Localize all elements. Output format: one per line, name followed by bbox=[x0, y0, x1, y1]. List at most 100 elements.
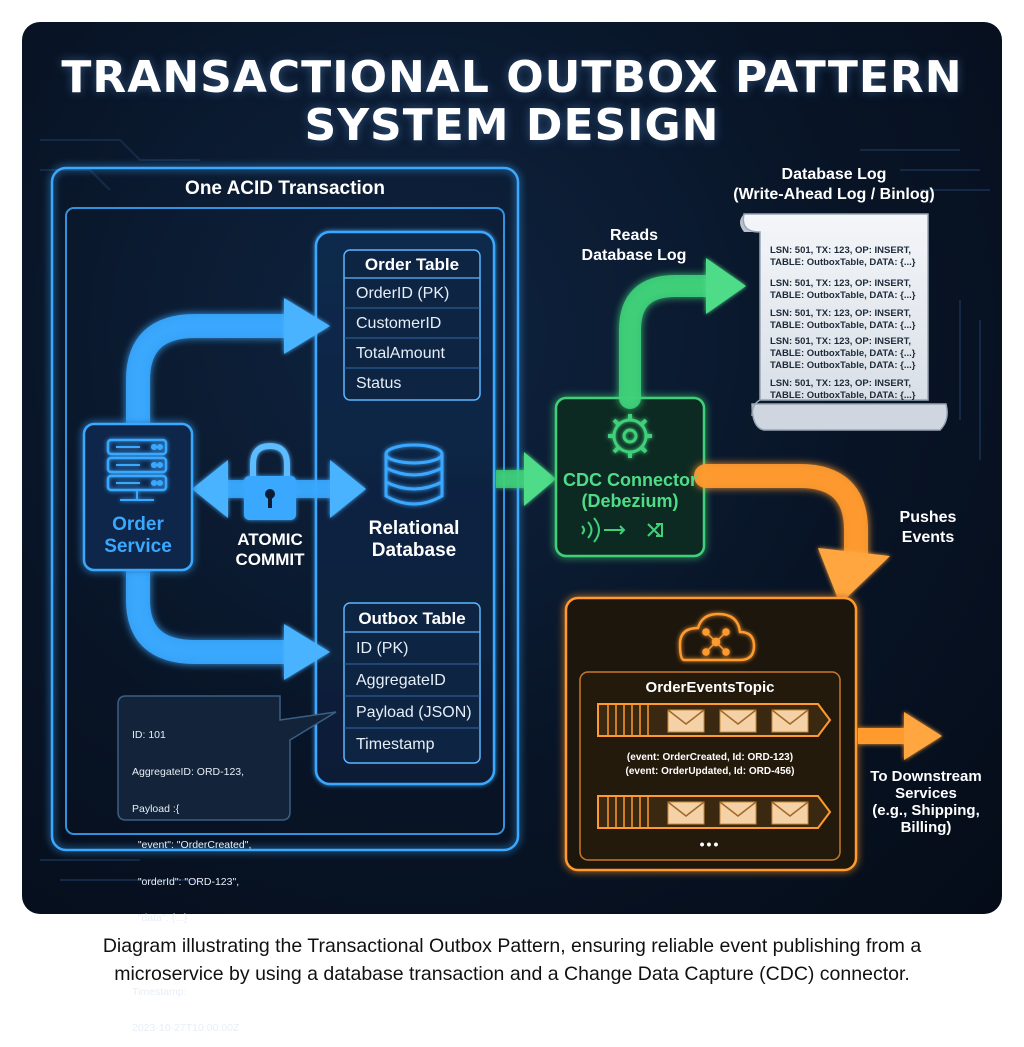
log-entry: LSN: 501, TX: 123, OP: INSERT, TABLE: Ou… bbox=[770, 308, 930, 332]
topic-name: OrderEventsTopic bbox=[645, 679, 775, 696]
downstream-line-3: (e.g., Shipping, bbox=[872, 802, 980, 819]
outbox-table-box bbox=[343, 602, 481, 764]
payload-line: Timestamp: bbox=[132, 985, 187, 998]
outbox-table-title: Outbox Table bbox=[358, 609, 466, 628]
payload-line: "orderId": "ORD-123", bbox=[132, 875, 240, 888]
title-line-2: SYSTEM DESIGN bbox=[304, 100, 720, 151]
transaction-boundary bbox=[50, 166, 520, 852]
envelope-icon bbox=[667, 709, 705, 733]
log-entry-line: TABLE: OutboxTable, DATA: {...} bbox=[770, 360, 916, 371]
payload-example: ID: 101 AggregateID: ORD-123, Payload :{… bbox=[132, 705, 292, 1047]
payload-line: "data": {...} bbox=[132, 912, 188, 925]
log-entry-line: TABLE: OutboxTable, DATA: {...} bbox=[770, 390, 916, 401]
outbox-table-field: AggregateID bbox=[356, 672, 446, 689]
reads-label-line-2: Database Log bbox=[581, 247, 687, 264]
reads-label-line-1: Reads bbox=[609, 227, 659, 244]
envelope-icon bbox=[771, 801, 809, 825]
arrowhead-order-table bbox=[284, 298, 330, 354]
event-label: (event: OrderUpdated, Id: ORD-456) bbox=[625, 766, 795, 777]
circuit-decoration bbox=[40, 139, 990, 881]
relational-database-line-1: Relational bbox=[368, 518, 460, 539]
reads-log-label: Reads Database Log bbox=[566, 226, 702, 266]
database-log-title: Database Log (Write-Ahead Log / Binlog) bbox=[714, 165, 954, 205]
pushes-events-label: Pushes Events bbox=[878, 508, 978, 548]
order-service-line-1: Order bbox=[112, 514, 164, 535]
log-entry-line: TABLE: OutboxTable, DATA: {...} bbox=[770, 348, 916, 359]
outbox-table-field: Timestamp bbox=[356, 736, 435, 753]
diagram-canvas bbox=[40, 139, 990, 881]
more-events-indicator: ••• bbox=[699, 836, 721, 852]
transaction-label: One ACID Transaction bbox=[185, 178, 385, 199]
envelope-icon bbox=[667, 801, 705, 825]
order-table-field: TotalAmount bbox=[356, 345, 445, 362]
atomic-commit-line-2: COMMIT bbox=[235, 550, 305, 569]
log-entry-line: LSN: 501, TX: 123, OP: INSERT, bbox=[770, 336, 911, 347]
log-entry-line: TABLE: OutboxTable, DATA: {...} bbox=[770, 257, 916, 268]
payload-line: 2023-10-27T10:00:00Z bbox=[132, 1022, 240, 1035]
order-table-field: OrderID (PK) bbox=[356, 285, 450, 302]
payload-line: ID: 101 bbox=[132, 729, 166, 742]
database-icon bbox=[384, 443, 444, 506]
log-entry-line: LSN: 501, TX: 123, OP: INSERT, bbox=[770, 308, 911, 319]
log-entry-line: LSN: 501, TX: 123, OP: INSERT, bbox=[770, 245, 911, 256]
db-to-cdc-arrow bbox=[496, 452, 556, 506]
downstream-line-2: Services bbox=[895, 785, 957, 802]
gear-icon bbox=[608, 414, 652, 458]
order-table-box bbox=[343, 249, 481, 401]
order-service-label: Order Service bbox=[84, 514, 192, 558]
downstream-services-label: To Downstream Services (e.g., Shipping, … bbox=[856, 768, 996, 836]
payload-line: AggregateID: ORD-123, bbox=[132, 766, 245, 779]
log-entry-line: TABLE: OutboxTable, DATA: {...} bbox=[770, 290, 916, 301]
log-entry-line: TABLE: OutboxTable, DATA: {...} bbox=[770, 320, 916, 331]
outbox-table-field: Payload (JSON) bbox=[356, 704, 472, 721]
log-entry: LSN: 501, TX: 123, OP: INSERT, TABLE: Ou… bbox=[770, 336, 930, 372]
pushes-line-2: Events bbox=[901, 529, 955, 546]
envelope-icon bbox=[719, 709, 757, 733]
pushes-line-1: Pushes bbox=[899, 509, 957, 526]
envelope-icon bbox=[719, 801, 757, 825]
log-entry-line: LSN: 501, TX: 123, OP: INSERT, bbox=[770, 378, 911, 389]
title-line-1: TRANSACTIONAL OUTBOX PATTERN bbox=[61, 52, 963, 103]
figure-caption: Diagram illustrating the Transactional O… bbox=[30, 932, 994, 988]
relational-database-line-2: Database bbox=[371, 540, 457, 561]
event-label: (event: OrderCreated, Id: ORD-123) bbox=[626, 752, 794, 763]
lock-icon bbox=[244, 442, 296, 520]
arrowhead-broker bbox=[818, 548, 890, 604]
downstream-arrow bbox=[858, 712, 942, 760]
log-entry: LSN: 501, TX: 123, OP: INSERT, TABLE: Ou… bbox=[770, 245, 930, 269]
server-icon bbox=[106, 438, 168, 501]
atomic-commit-line-1: ATOMIC bbox=[237, 530, 303, 549]
payload-line: "event": "OrderCreated", bbox=[132, 839, 252, 852]
event-queue-1 bbox=[597, 703, 832, 737]
event-queue-2 bbox=[597, 795, 832, 829]
transaction-inner-frame bbox=[65, 207, 505, 835]
reads-log-arrow bbox=[619, 275, 723, 409]
caption-line-2: microservice by using a database transac… bbox=[114, 963, 910, 985]
atomic-commit-label: ATOMIC COMMIT bbox=[222, 530, 318, 570]
order-table-field: Status bbox=[356, 375, 402, 392]
arrowhead-outbox-table bbox=[284, 624, 330, 680]
cdc-line-2: (Debezium) bbox=[581, 491, 679, 511]
database-log-title-line-1: Database Log bbox=[781, 166, 887, 183]
payload-bubble bbox=[117, 695, 337, 821]
cdc-line-1: CDC Connector bbox=[563, 470, 697, 490]
order-table-field: CustomerID bbox=[356, 315, 442, 332]
stream-icon bbox=[581, 517, 663, 543]
database-log-title-line-2: (Write-Ahead Log / Binlog) bbox=[733, 186, 935, 203]
log-entry: LSN: 501, TX: 123, OP: INSERT, TABLE: Ou… bbox=[770, 378, 930, 402]
cloud-network-icon bbox=[678, 612, 756, 662]
cdc-connector-label: CDC Connector (Debezium) bbox=[556, 470, 704, 512]
envelope-icon bbox=[771, 709, 809, 733]
push-events-arrow bbox=[694, 464, 868, 572]
arrowhead-log bbox=[706, 258, 746, 314]
downstream-line-1: To Downstream bbox=[870, 768, 982, 785]
diagram-panel bbox=[22, 22, 1002, 914]
order-service-line-2: Service bbox=[104, 536, 172, 557]
write-arrows bbox=[126, 314, 302, 664]
payload-line: Payload :{ bbox=[132, 802, 180, 815]
log-entry-line: LSN: 501, TX: 123, OP: INSERT, bbox=[770, 278, 911, 289]
database-log-scroll bbox=[740, 213, 948, 431]
order-table-title: Order Table bbox=[364, 255, 460, 274]
downstream-line-4: Billing) bbox=[900, 819, 952, 836]
log-entry: LSN: 501, TX: 123, OP: INSERT, TABLE: Ou… bbox=[770, 278, 930, 302]
